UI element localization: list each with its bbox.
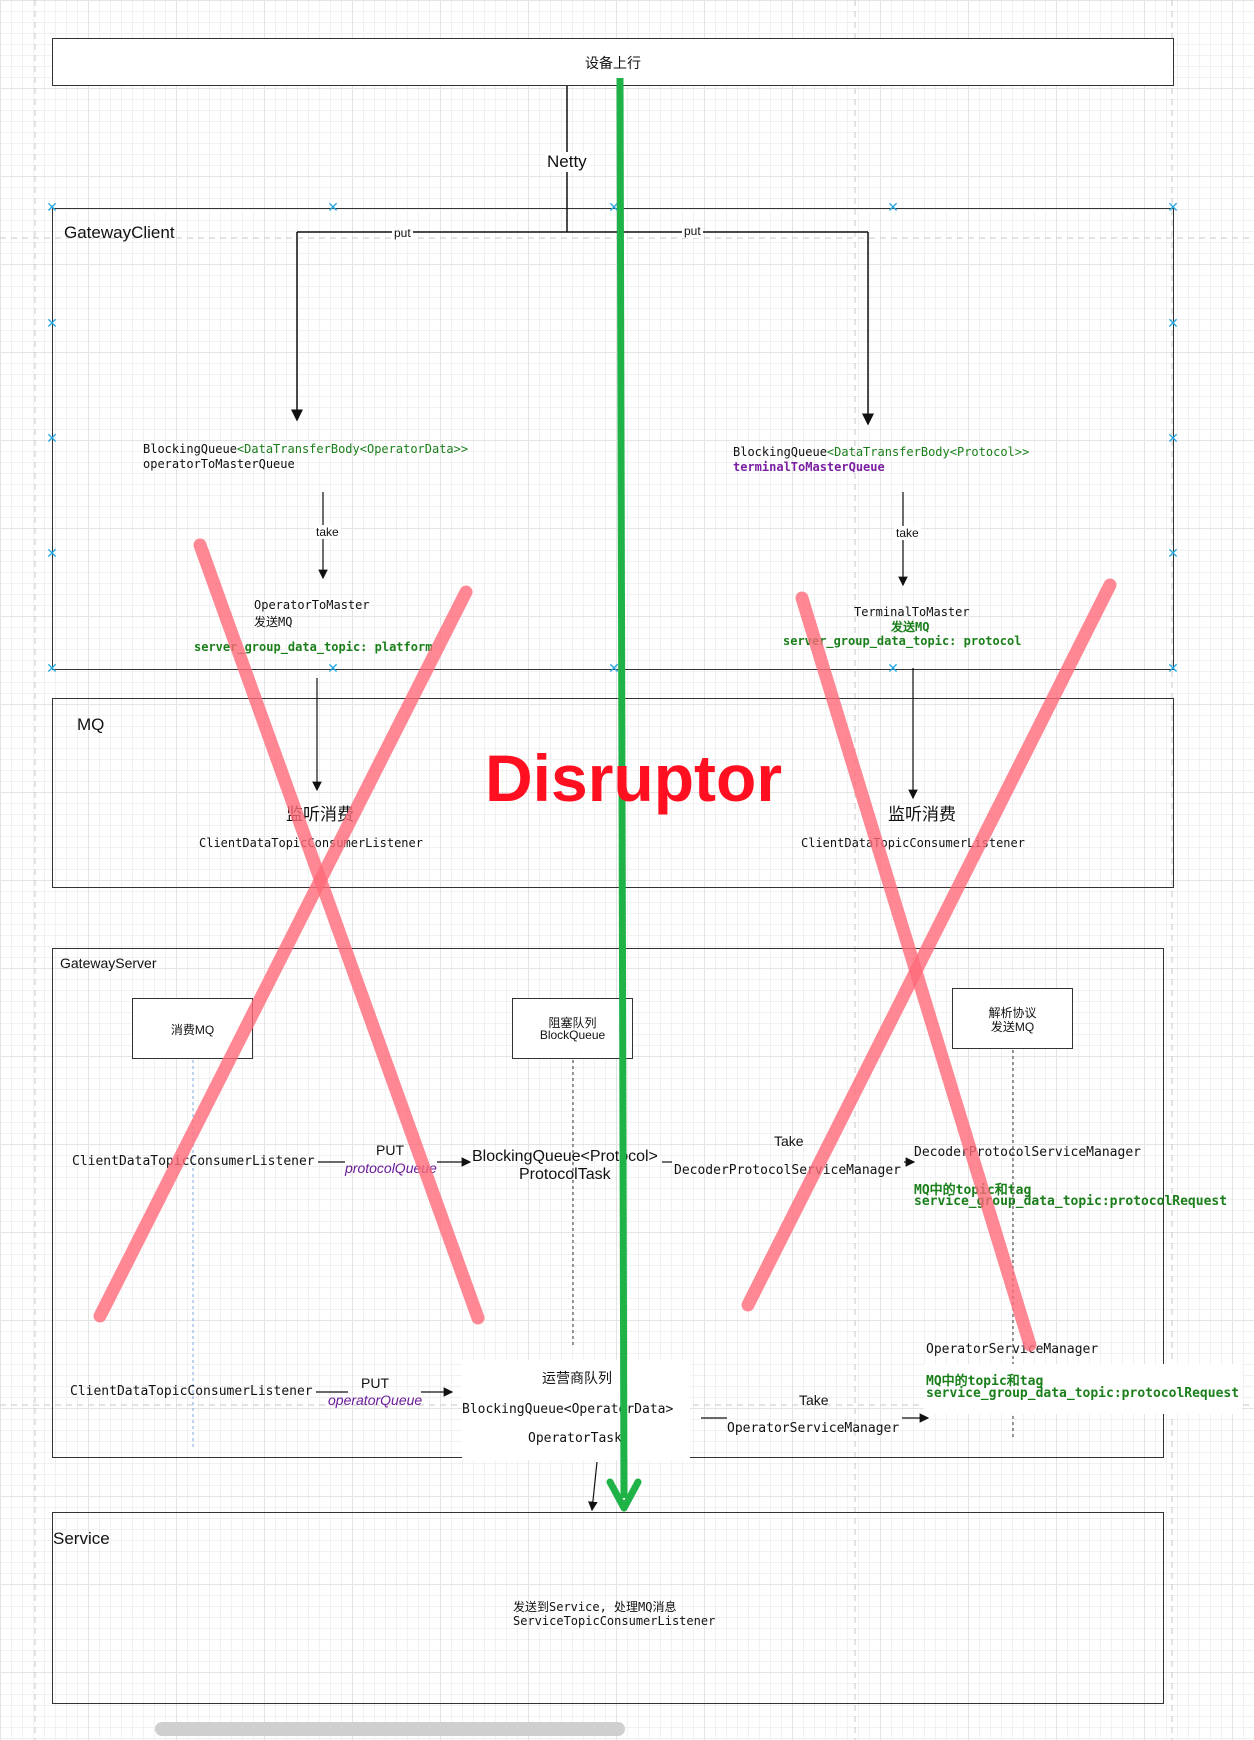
row2-target: OperatorServiceManager [926, 1342, 1099, 1357]
right-task-name: TerminalToMaster [854, 605, 970, 619]
selection-handle-icon[interactable]: ✕ [1167, 661, 1179, 677]
netty-label: Netty [545, 152, 589, 172]
row2-tag-line1: MQ中的topic和tag [926, 1374, 1044, 1389]
row1-listener: ClientDataTopicConsumerListener [72, 1154, 315, 1169]
row2-tag-line2: service_group_data_topic:protocolRequest [926, 1386, 1240, 1401]
mq-title: MQ [77, 715, 105, 734]
mq-right-listen: 监听消费 [888, 805, 956, 824]
selection-handle-icon[interactable]: ✕ [327, 200, 339, 216]
selection-handle-icon[interactable]: ✕ [887, 661, 899, 677]
horizontal-scrollbar[interactable] [155, 1722, 625, 1736]
left-task-name: OperatorToMaster [254, 598, 370, 612]
right-queue-name: terminalToMasterQueue [733, 460, 885, 474]
service-line1: 发送到Service, 处理MQ消息 [513, 1600, 677, 1614]
right-take-label: take [894, 526, 921, 540]
left-topic: server_group_data_topic: platform [194, 640, 433, 654]
green-flow-line [616, 77, 628, 1499]
row1-queue-line1: BlockingQueue<Protocol> [472, 1148, 658, 1165]
selection-handle-icon[interactable]: ✕ [608, 661, 620, 677]
left-take-label: take [314, 525, 341, 539]
selection-handle-icon[interactable]: ✕ [327, 661, 339, 677]
row2-manager: OperatorServiceManager [727, 1421, 900, 1436]
selection-handle-icon[interactable]: ✕ [1167, 546, 1179, 562]
selection-handle-icon[interactable]: ✕ [46, 431, 58, 447]
row2-queue-title: 运营商队列 [542, 1370, 612, 1386]
row1-put: PUT [376, 1142, 404, 1158]
operator-queue-panel: 运营商队列 BlockingQueue<OperatorData> Operat… [462, 1360, 690, 1460]
selection-handle-icon[interactable]: ✕ [46, 316, 58, 332]
selection-handle-icon[interactable]: ✕ [1167, 431, 1179, 447]
block-queue-header[interactable]: 阻塞队列 BlockQueue [512, 998, 633, 1059]
row1-put-queue: protocolQueue [345, 1160, 437, 1176]
to-service-arrow [588, 1461, 598, 1512]
red-cross-left-stroke-a [193, 538, 485, 1325]
row1-tag-line1: MQ中的topic和tag [914, 1183, 1032, 1198]
row2-put-queue: operatorQueue [328, 1392, 423, 1408]
mq-box[interactable]: MQ [52, 698, 1174, 888]
put-left-label: put [392, 226, 413, 240]
right-queue-type: BlockingQueue<DataTransferBody<Protocol>… [733, 445, 1030, 459]
device-uplink-title: 设备上行 [585, 55, 641, 71]
row2-put: PUT [361, 1375, 389, 1391]
mq-right-listener: ClientDataTopicConsumerListener [801, 836, 1025, 850]
service-line2: ServiceTopicConsumerListener [513, 1614, 716, 1628]
device-uplink-box[interactable]: 设备上行 [52, 38, 1174, 86]
selection-handle-icon[interactable]: ✕ [1167, 200, 1179, 216]
row2-tag-panel: MQ中的topic和tag service_group_data_topic:p… [924, 1364, 1242, 1414]
selection-handle-icon[interactable]: ✕ [608, 200, 620, 216]
disruptor-label: Disruptor [485, 741, 782, 815]
selection-handle-icon[interactable]: ✕ [887, 200, 899, 216]
left-send-mq: 发送MQ [254, 615, 293, 629]
right-send-mq: 发送MQ [891, 620, 930, 634]
green-flow-arrowhead [606, 1478, 642, 1512]
selection-handle-icon[interactable]: ✕ [46, 546, 58, 562]
gateway-server-title: GatewayServer [60, 955, 157, 971]
selection-handle-icon[interactable]: ✕ [1167, 316, 1179, 332]
gateway-client-title: GatewayClient [64, 223, 175, 242]
row1-manager: DecoderProtocolServiceManager [674, 1163, 901, 1178]
service-box[interactable]: Service [52, 1512, 1164, 1704]
selection-handle-icon[interactable]: ✕ [46, 200, 58, 216]
row2-queue-line2: OperatorTask [528, 1431, 622, 1446]
red-cross-left-stroke-b [93, 585, 473, 1323]
decode-protocol-header[interactable]: 解析协议 发送MQ [952, 988, 1073, 1049]
left-queue-type: BlockingQueue<DataTransferBody<OperatorD… [143, 442, 469, 456]
gateway-client-box[interactable]: GatewayClient [52, 208, 1174, 670]
row2-listener: ClientDataTopicConsumerListener [70, 1384, 313, 1399]
right-topic: server_group_data_topic: protocol [783, 634, 1022, 648]
selection-handle-icon[interactable]: ✕ [46, 661, 58, 677]
red-cross-right-stroke-b [741, 578, 1117, 1312]
service-title: Service [53, 1529, 110, 1548]
row2-take: Take [799, 1392, 829, 1408]
left-queue-name: operatorToMasterQueue [143, 457, 295, 471]
put-right-label: put [682, 224, 703, 238]
row1-take: Take [774, 1133, 804, 1149]
row1-queue-line2: ProtocolTask [519, 1166, 611, 1183]
